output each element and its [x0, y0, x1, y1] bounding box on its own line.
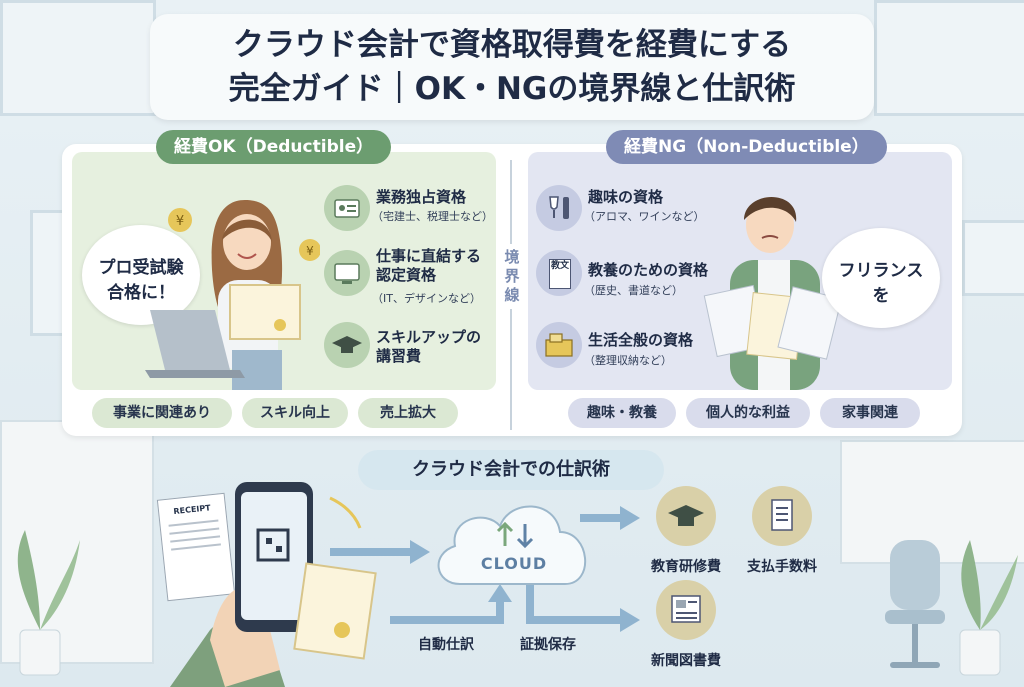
output-education-training: 教育研修費 [651, 559, 721, 575]
plant-left-decoration [17, 530, 80, 676]
plant-right-decoration [959, 540, 1018, 676]
storage-box-icon [536, 322, 582, 368]
boundary-label: 境界線 [500, 244, 524, 309]
ok-speech-bubble: プロ受試験 合格に！ [82, 225, 200, 325]
ok-tag-skill-up: スキル向上 [242, 398, 348, 428]
ng-tag-hobby: 趣味・教養 [568, 398, 676, 428]
background-window [0, 0, 156, 116]
ok-item-2-title-line-2: 認定資格 [376, 266, 437, 284]
ng-tag-personal-benefit: 個人的な利益 [686, 398, 810, 428]
ok-tag-sales-growth: 売上拡大 [358, 398, 458, 428]
ok-item-1-title: 業務独占資格 [376, 188, 467, 206]
cloud-icon [437, 505, 587, 585]
id-card-icon [324, 185, 370, 231]
payment-receipt-icon [752, 486, 812, 546]
computer-icon [324, 250, 370, 296]
cloud-label: CLOUD [480, 554, 548, 573]
ng-item-2-title: 教養のための資格 [588, 261, 709, 279]
ok-bubble-line-1: プロ受試験 [98, 258, 184, 278]
background-charts [840, 440, 1024, 564]
education-cap-icon [656, 486, 716, 546]
ng-speech-bubble: フリランス を [822, 228, 940, 328]
woman-with-laptop-illustration: ¥ ¥ [145, 200, 320, 390]
ng-panel-header: 経費NG（Non-Deductible） [606, 130, 887, 164]
ng-bubble-line-2: を [872, 286, 890, 306]
evidence-storage-label: 証拠保存 [520, 637, 576, 653]
phone-scanning-illustration [170, 482, 377, 687]
output-books-newspapers: 新聞図書費 [651, 653, 721, 669]
title-line-2: 完全ガイド｜OK・NGの境界線と仕訳術 [228, 71, 796, 107]
ng-item-1-title: 趣味の資格 [588, 188, 664, 206]
ok-item-2-sub: （IT、デザインなど） [372, 292, 481, 305]
title-banner: クラウド会計で資格取得費を経費にする 完全ガイド｜OK・NGの境界線と仕訳術 [150, 14, 874, 120]
flow-section-header: クラウド会計での仕訳術 [358, 450, 664, 490]
chair-decoration [885, 540, 945, 668]
ok-item-1-sub: （宅建士、税理士など） [372, 210, 493, 223]
background-frame [962, 220, 1024, 296]
svg-text:¥: ¥ [306, 244, 314, 258]
document-icon [777, 286, 843, 360]
ng-tag-household: 家事関連 [820, 398, 920, 428]
auto-journal-label: 自動仕訳 [418, 637, 474, 653]
flow-arrows [330, 506, 640, 632]
worried-man-illustration [703, 197, 843, 390]
output-payment-fees: 支払手数料 [747, 559, 817, 575]
ng-item-1-sub: （アロマ、ワインなど） [584, 210, 705, 223]
wine-icon [536, 185, 582, 231]
ok-item-3-title-line-2: 講習費 [376, 347, 422, 365]
ok-item-3-title-line-1: スキルアップの [376, 328, 482, 346]
yen-coin-icon [299, 239, 320, 261]
ok-bubble-line-2: 合格に！ [107, 283, 175, 303]
certificate-icon [293, 562, 377, 660]
scroll-icon: 教文 [536, 250, 582, 296]
title-line-1: クラウド会計で資格取得費を経費にする [232, 27, 792, 63]
ng-item-2-sub: （歴史、書道など） [584, 284, 683, 297]
scroll-icon-text: 教文 [549, 259, 571, 289]
ng-item-3-sub: （整理収納など） [584, 354, 672, 367]
background-window [874, 0, 1024, 116]
certificate-icon [229, 284, 301, 340]
ng-bubble-line-1: フリランス [838, 261, 924, 281]
ok-tag-business-related: 事業に関連あり [92, 398, 232, 428]
ok-item-2-title-line-1: 仕事に直結する [376, 247, 482, 265]
ok-panel-header: 経費OK（Deductible） [156, 130, 392, 164]
ng-item-3-title: 生活全般の資格 [588, 331, 694, 349]
newspaper-icon [656, 580, 716, 640]
yen-coin-icon [168, 208, 192, 232]
qr-code-icon [256, 528, 290, 562]
svg-text:¥: ¥ [176, 214, 184, 229]
graduation-cap-icon [324, 322, 370, 368]
